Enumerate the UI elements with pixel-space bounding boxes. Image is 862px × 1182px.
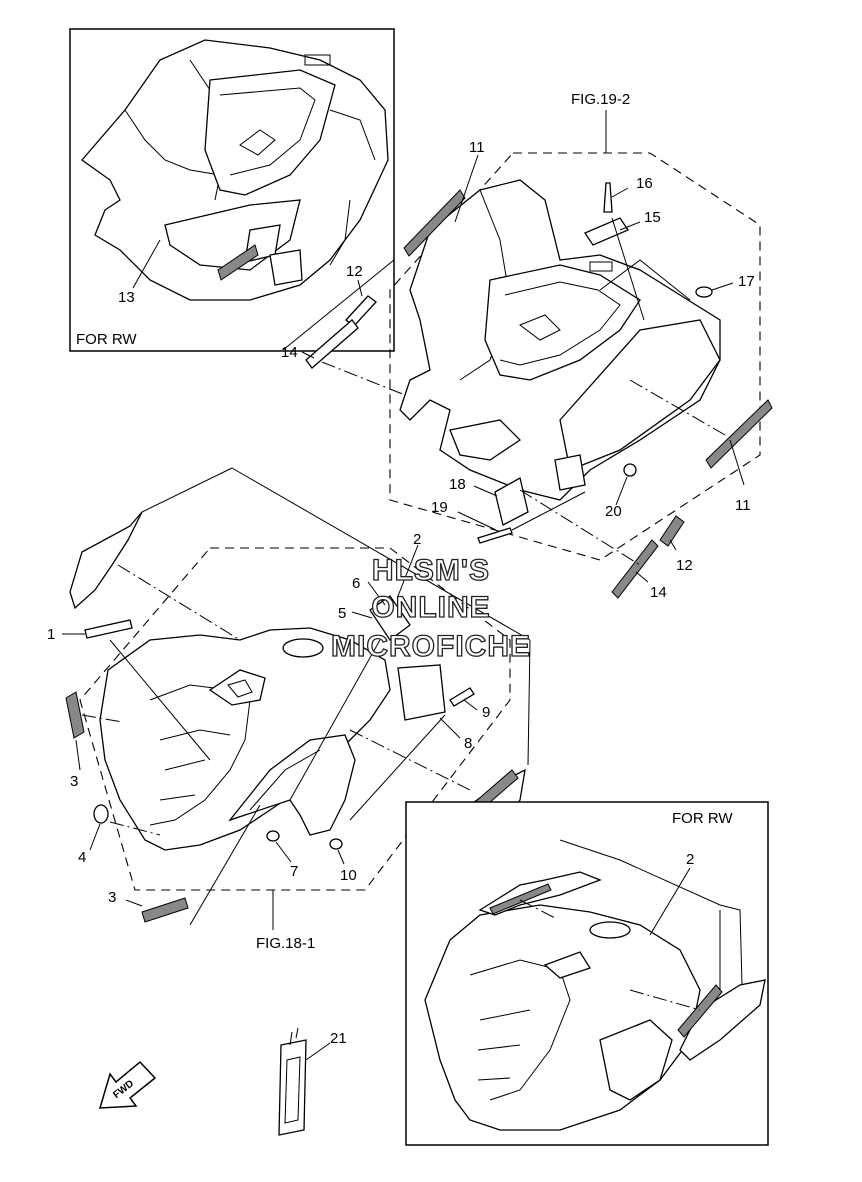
label-5: 5 [338,605,346,622]
label-10: 10 [340,867,357,884]
label-14b: 14 [650,584,667,601]
label-3b: 3 [108,889,116,906]
fig-ref-19-2: FIG.19-2 [571,91,630,108]
label-11b: 11 [735,497,751,514]
watermark-line-2: ONLINE [371,591,490,624]
label-4: 4 [78,849,86,866]
label-17: 17 [738,273,755,290]
label-11a: 11 [469,139,485,156]
label-21: 21 [330,1030,347,1047]
inset-label-for-rw-top: FOR RW [76,331,137,348]
label-15: 15 [644,209,661,226]
fwd-arrow-icon: FWD [98,1060,157,1109]
label-7: 7 [290,863,298,880]
inset-bottom-right [405,801,769,1146]
decals-12-14 [282,259,406,396]
label-19: 19 [431,499,448,516]
label-14a: 14 [281,344,298,361]
fig-ref-18-1: FIG.18-1 [256,935,315,952]
label-2-inset: 2 [686,851,694,868]
caution-label-part [278,1027,331,1136]
label-13: 13 [118,289,135,306]
label-12b: 12 [676,557,693,574]
label-2: 2 [413,531,421,548]
watermark-line-3: MICROFICHE [331,630,531,663]
label-6: 6 [352,575,360,592]
inset-label-for-rw-bottom: FOR RW [672,810,733,827]
rear-fender-group [389,110,773,599]
label-20: 20 [605,503,622,520]
label-3a: 3 [70,773,78,790]
label-16: 16 [636,175,653,192]
front-fender-group [62,467,531,930]
inset-top-left [69,28,395,352]
watermark-line-1: HLSM'S [372,554,490,587]
label-18: 18 [449,476,466,493]
label-12a: 12 [346,263,363,280]
watermark: HLSM'S ONLINE MICROFICHE [330,553,531,663]
label-8: 8 [464,735,472,752]
label-9: 9 [482,704,490,721]
label-1: 1 [47,626,55,643]
